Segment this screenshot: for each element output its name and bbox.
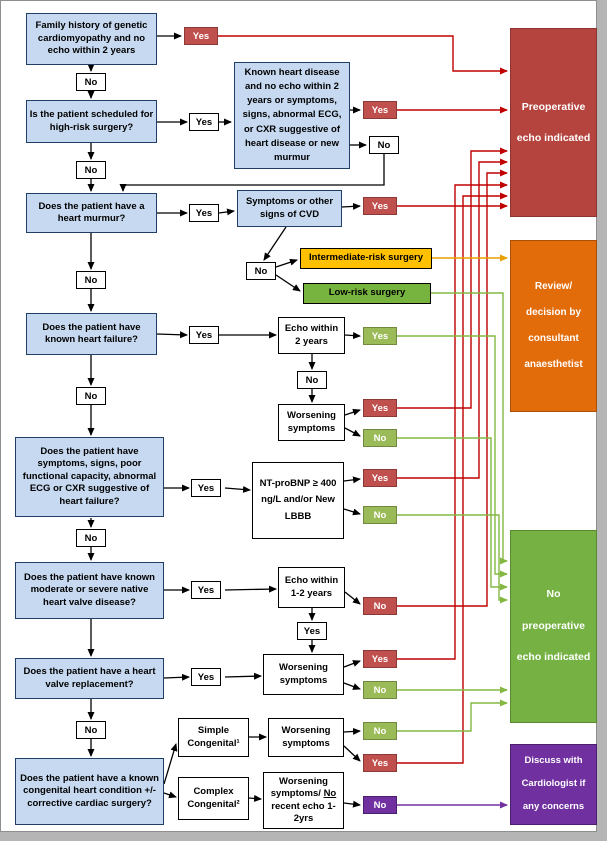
box-complex-congenital: Complex Congenital² [178,777,249,820]
worsening-no-recent-pre: Worsening symptoms/ [270,775,328,800]
page-edge-bottom [0,832,597,841]
question-valve-replacement: Does the patient have a heart valve repl… [15,658,164,699]
box-worsening-symptoms-2: Worsening symptoms [263,654,344,695]
yes-chip: Yes [191,479,221,497]
worsening-no-recent-post: recent echo 1-2yrs [271,800,336,824]
box-low-risk-surgery: Low-risk surgery [303,283,431,304]
box-symptoms-cvd: Symptoms or other signs of CVD [237,190,342,227]
question-symptoms-signs: Does the patient have symptoms, signs, p… [15,437,164,517]
box-worsening-symptoms-1: Worsening symptoms [278,404,345,441]
yes-chip: Yes [363,469,397,487]
yes-chip: Yes [189,113,219,131]
document-page: Family history of genetic cardiomyopathy… [0,0,597,832]
box-simple-congenital: Simple Congenital¹ [178,718,249,757]
no-chip: No [76,73,106,91]
yes-chip: Yes [363,399,397,417]
no-chip: No [363,506,397,524]
yes-chip: Yes [363,327,397,345]
box-known-heart-disease: Known heart disease and no echo within 2… [234,62,350,169]
yes-chip: Yes [189,326,219,344]
outcome-no-preoperative-echo: No preoperative echo indicated [510,530,597,723]
question-high-risk-surgery: Is the patient scheduled for high-risk s… [26,100,157,143]
box-echo-within-2-years: Echo within 2 years [278,317,345,354]
yes-chip: Yes [363,754,397,772]
yes-chip: Yes [363,101,397,119]
no-chip: No [76,271,106,289]
box-worsening-no-recent-echo: Worsening symptoms/ No recent echo 1-2yr… [263,772,344,829]
outcome-discuss-cardiologist: Discuss with Cardiologist if any concern… [510,744,597,825]
no-chip: No [363,429,397,447]
question-valve-disease: Does the patient have known moderate or … [15,562,164,619]
no-chip: No [76,721,106,739]
no-chip: No [363,681,397,699]
question-congenital: Does the patient have a known congenital… [15,758,164,825]
no-chip: No [363,597,397,615]
yes-chip: Yes [191,581,221,599]
box-ntprobnp: NT-proBNP ≥ 400 ng/L and/or New LBBB [252,462,344,539]
box-echo-within-1-2-years: Echo within 1-2 years [278,567,345,608]
no-underlined: No [323,788,337,800]
yes-chip: Yes [184,27,218,45]
yes-chip: Yes [191,668,221,686]
yes-chip: Yes [297,622,327,640]
yes-chip: Yes [363,197,397,215]
box-worsening-symptoms-3: Worsening symptoms [268,718,344,757]
no-chip: No [76,387,106,405]
no-chip: No [297,371,327,389]
no-chip: No [76,529,106,547]
question-known-heart-failure: Does the patient have known heart failur… [26,313,157,355]
no-chip: No [246,262,276,280]
yes-chip: Yes [189,204,219,222]
worsening-no-recent-text: Worsening symptoms/ No recent echo 1-2yr… [266,776,341,825]
green-arrows [397,292,508,732]
no-chip: No [76,161,106,179]
question-heart-murmur: Does the patient have a heart murmur? [26,193,157,233]
outcome-preoperative-echo-indicated: Preoperative echo indicated [510,28,597,217]
yes-chip: Yes [363,650,397,668]
no-chip: No [363,796,397,814]
no-chip: No [363,722,397,740]
question-family-history: Family history of genetic cardiomyopathy… [26,13,157,65]
no-chip: No [369,136,399,154]
page-edge-right [597,0,607,841]
box-intermediate-risk-surgery: Intermediate-risk surgery [300,248,432,269]
outcome-review-consultant-anaesthetist: Review/ decision by consultant anaesthet… [510,240,597,412]
